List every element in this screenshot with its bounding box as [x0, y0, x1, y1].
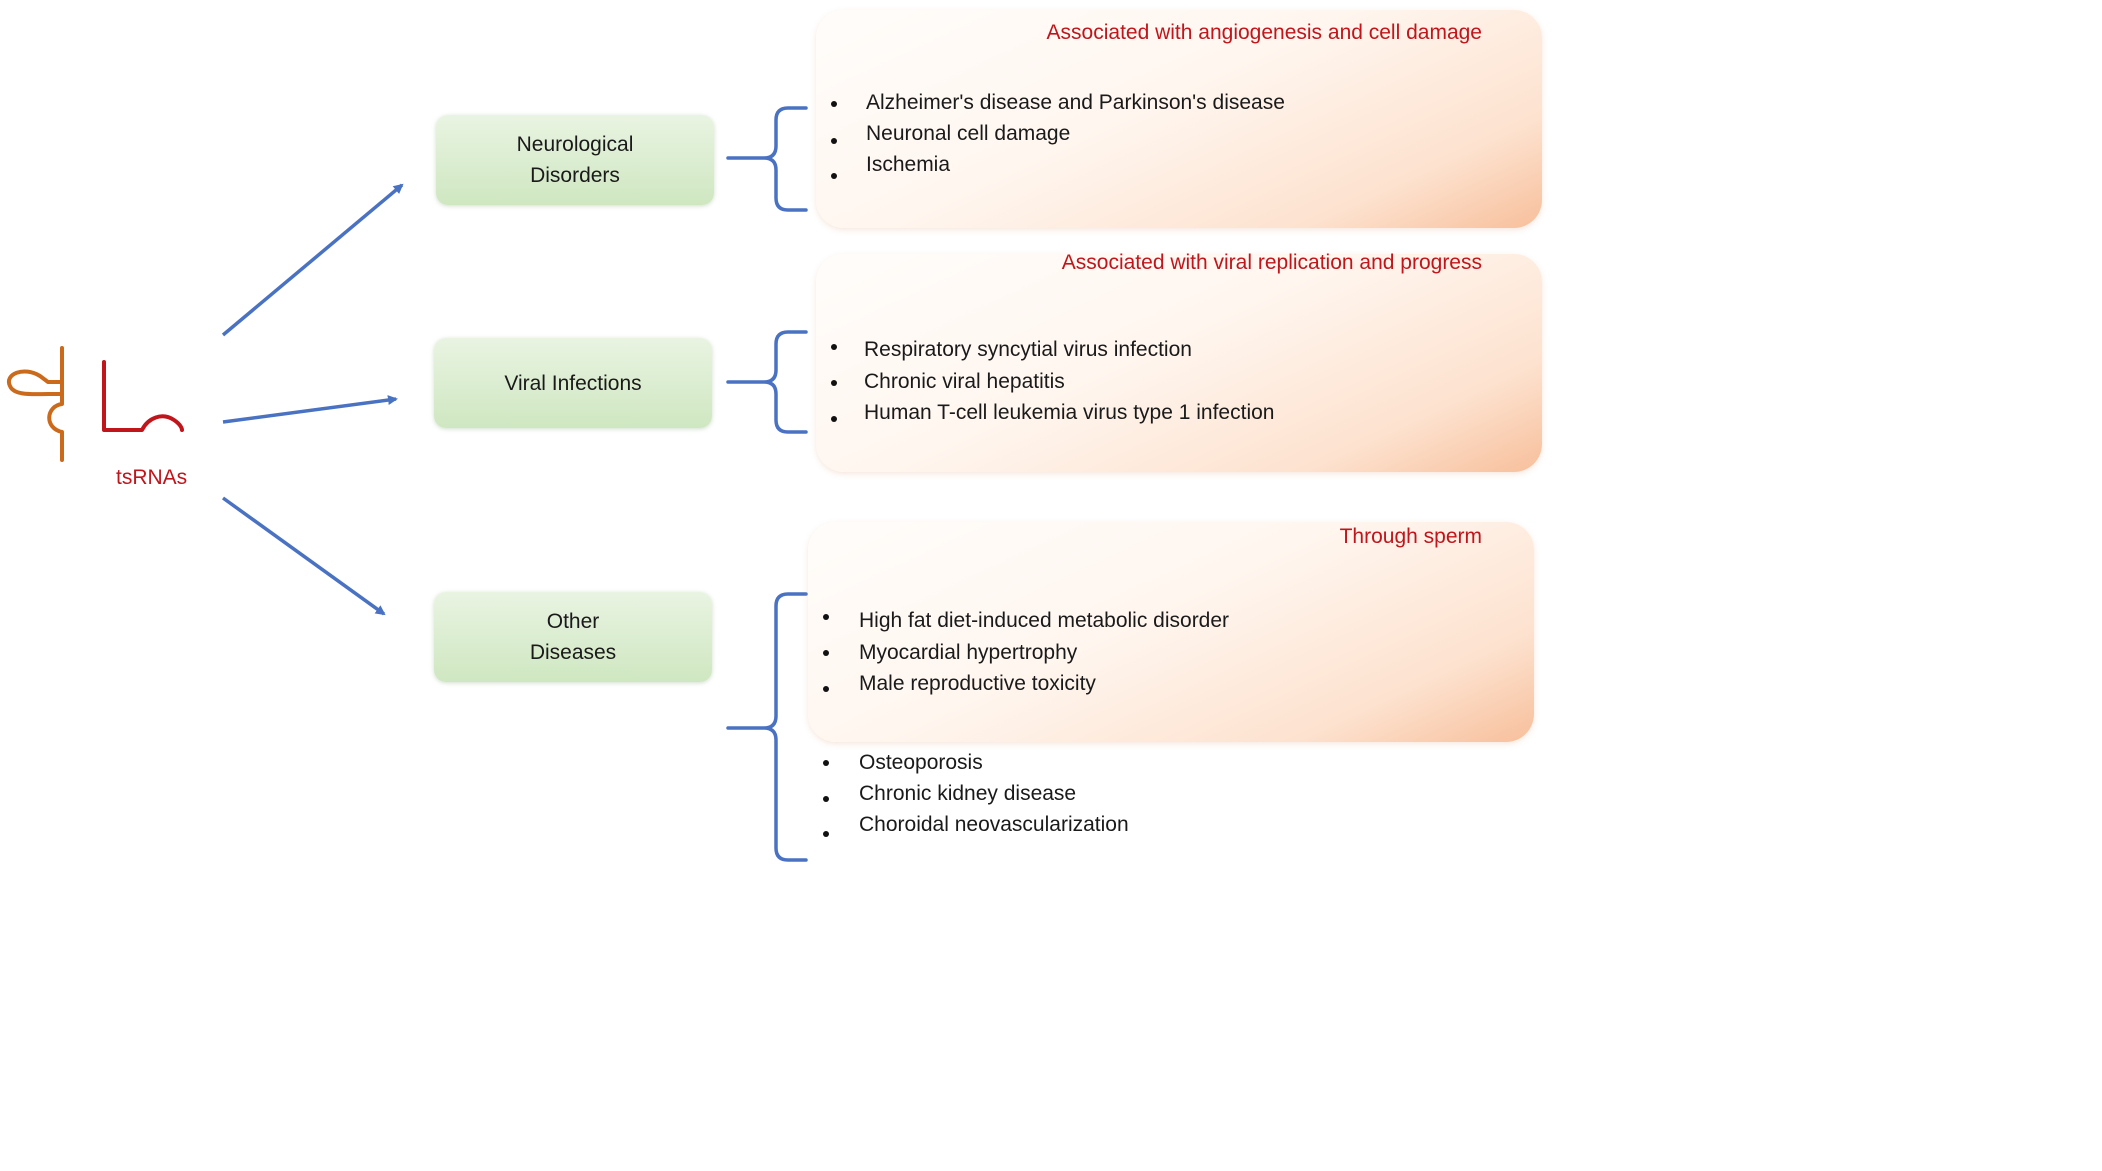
- bullet-icon: [823, 686, 829, 692]
- bullet-icon: [831, 416, 837, 422]
- arrow-to-viral: [222, 395, 398, 424]
- list-item: Choroidal neovascularization: [859, 813, 1129, 836]
- bullet-icon: [831, 101, 837, 107]
- bullet-icon: [823, 831, 829, 837]
- bullet-icon: [831, 138, 837, 144]
- trna-fragment-orange-icon: [6, 346, 64, 462]
- bracket-viral: [726, 330, 808, 434]
- category-other: Other Diseases: [434, 592, 712, 682]
- category-neurological-line1: Neurological: [516, 133, 634, 156]
- category-other-line1: Other: [546, 610, 600, 633]
- category-neurological: Neurological Disorders: [436, 115, 714, 205]
- note-panel-viral: [816, 254, 1542, 472]
- list-item: Ischemia: [866, 153, 951, 176]
- list-item: Male reproductive toxicity: [859, 672, 1096, 695]
- note-heading-other: Through sperm: [1339, 525, 1482, 548]
- list-item: Chronic viral hepatitis: [864, 370, 1065, 393]
- category-viral-label: Viral Infections: [504, 371, 642, 395]
- bullet-icon: [831, 380, 837, 386]
- bullet-icon: [823, 760, 829, 766]
- category-neurological-line2: Disorders: [530, 164, 620, 187]
- list-item: Chronic kidney disease: [859, 782, 1077, 805]
- list-item: Human T-cell leukemia virus type 1 infec…: [864, 401, 1275, 424]
- arrow-to-other: [221, 496, 386, 616]
- tsrna-icon: [6, 346, 184, 462]
- note-heading-viral: Associated with viral replication and pr…: [1061, 251, 1482, 274]
- arrow-to-neurological: [221, 183, 404, 337]
- note-heading-neurological: Associated with angiogenesis and cell da…: [1046, 21, 1482, 44]
- list-item: Alzheimer's disease and Parkinson's dise…: [866, 91, 1285, 114]
- trna-fragment-red-icon: [102, 360, 184, 432]
- list-item: Osteoporosis: [859, 751, 983, 774]
- tsrnas-label: tsRNAs: [116, 466, 188, 489]
- note-panel-neurological: [816, 10, 1542, 228]
- list-item: Neuronal cell damage: [866, 122, 1071, 145]
- bullet-icon: [823, 614, 829, 620]
- list-item: Respiratory syncytial virus infection: [864, 338, 1192, 361]
- connector-layer: [6, 106, 808, 862]
- category-viral: Viral Infections: [434, 338, 712, 428]
- list-item: Myocardial hypertrophy: [859, 641, 1078, 664]
- list-item: High fat diet-induced metabolic disorder: [859, 609, 1230, 632]
- bullet-icon: [823, 796, 829, 802]
- bullet-icon: [823, 650, 829, 656]
- bracket-other: [726, 592, 808, 862]
- note-panel-other: [808, 522, 1534, 742]
- bullet-icon: [831, 344, 837, 350]
- bracket-neurological: [726, 106, 808, 212]
- category-other-line2: Diseases: [529, 641, 617, 664]
- bullet-icon: [831, 173, 837, 179]
